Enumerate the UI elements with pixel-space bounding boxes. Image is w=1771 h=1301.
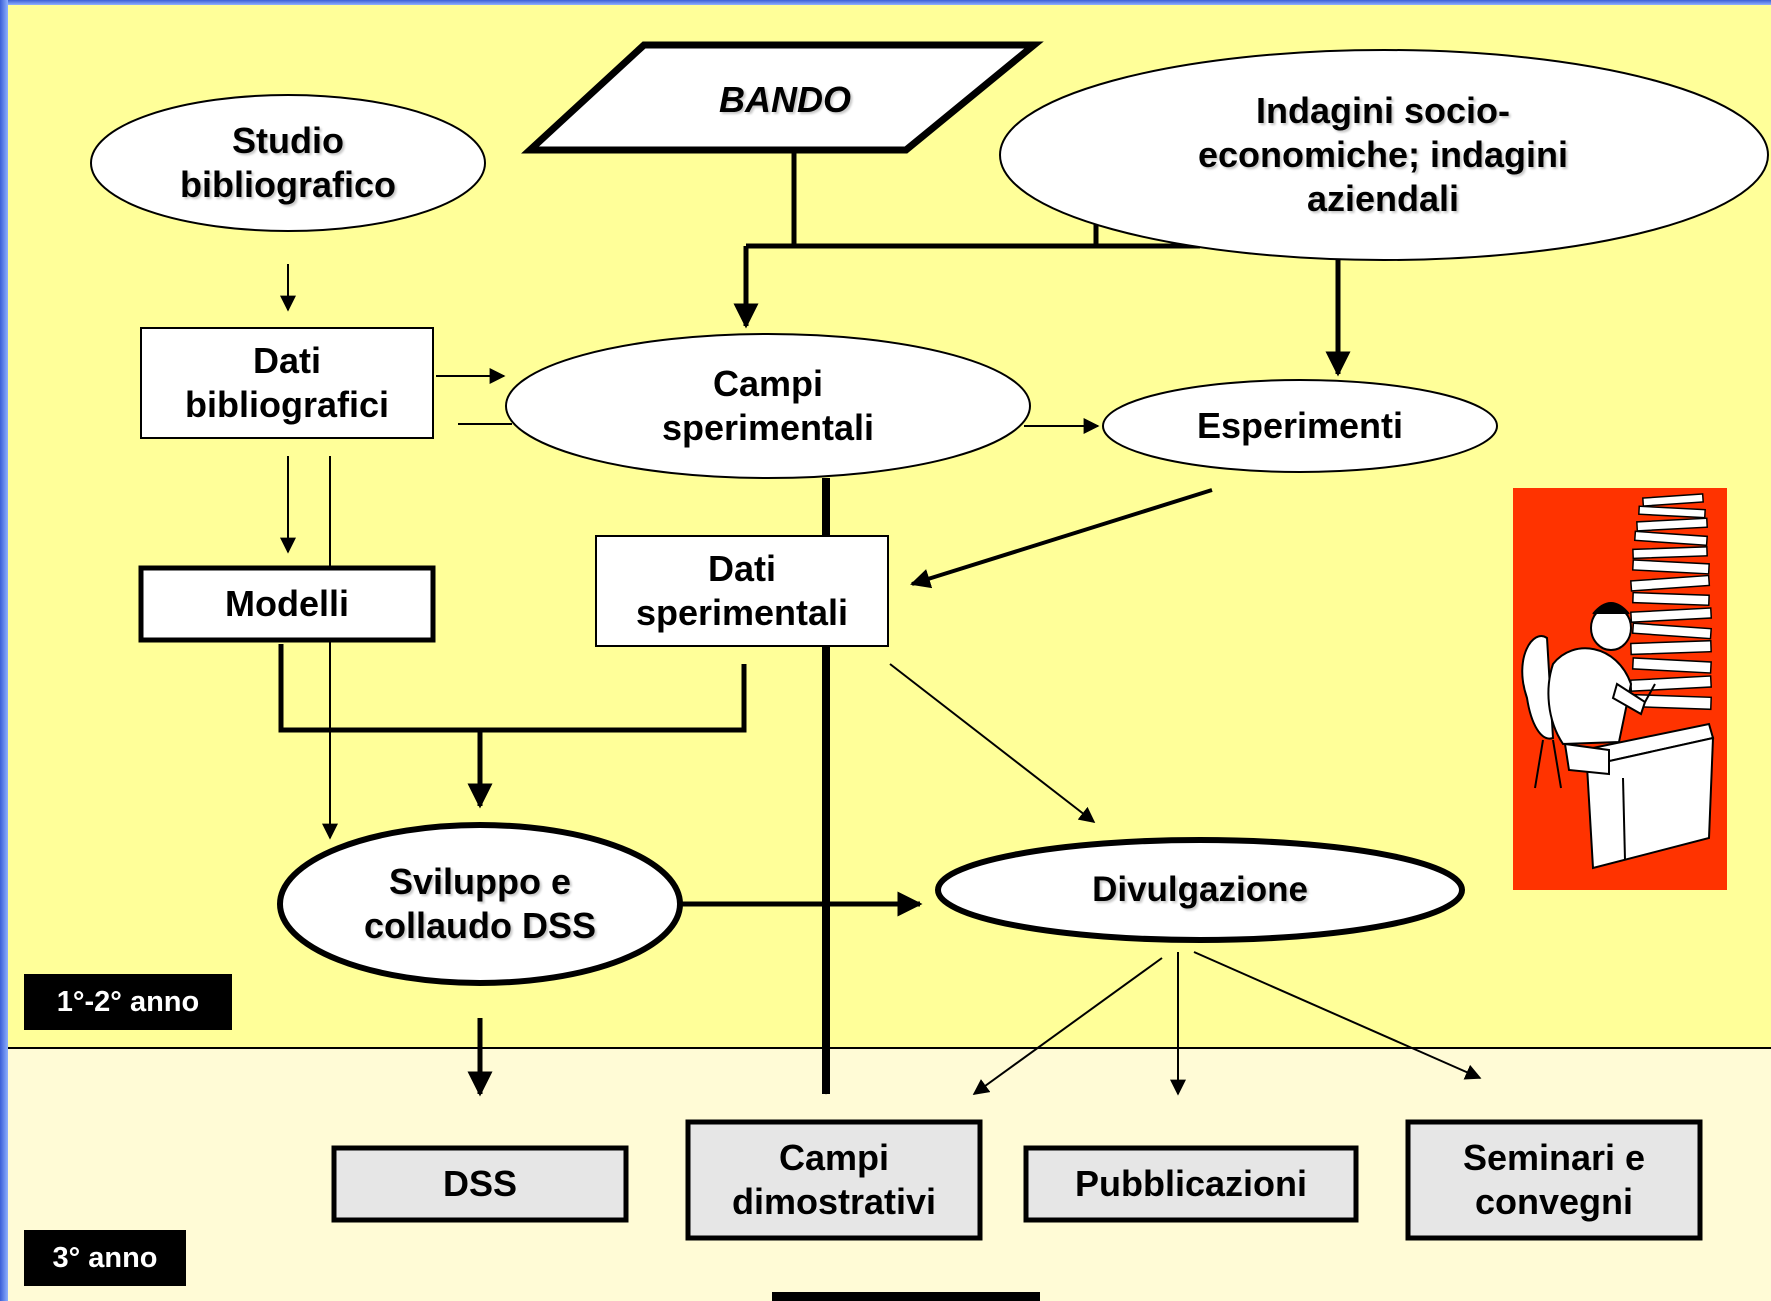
dss-box[interactable] (331, 1145, 629, 1223)
person-writing-at-desk-with-paper-stack-icon (1513, 488, 1727, 890)
window-frame-left (0, 0, 8, 1301)
seminari-box[interactable] (1405, 1119, 1703, 1241)
studio-ellipse[interactable] (90, 94, 486, 232)
phase-badge-2: 3° anno (24, 1230, 186, 1286)
dati-sperimentali-box[interactable] (595, 535, 889, 647)
arrow-divulgazione-to-seminari (1193, 951, 1482, 1080)
paper-stack (1629, 493, 1713, 711)
desk (1581, 722, 1715, 870)
campi-sperimentali-ellipse[interactable] (505, 333, 1031, 479)
bando-parallelogram[interactable] (521, 41, 1044, 154)
arrow-dati-sperimentali-to-divulgazione (889, 663, 1096, 823)
sviluppo-ellipse[interactable] (277, 822, 683, 986)
window-frame-top (0, 0, 1771, 5)
dati-bibliografici-box[interactable] (140, 327, 434, 439)
esperimenti-ellipse[interactable] (1102, 379, 1498, 473)
arrow-esperimenti-to-dati-sperimentali (910, 488, 1213, 589)
person (1547, 602, 1656, 776)
phase-badge-1: 1°-2° anno (24, 974, 232, 1030)
arrow-divulgazione-to-dimostrativi (972, 957, 1163, 1095)
chair (1521, 635, 1562, 789)
illustration-drawing (1521, 493, 1715, 870)
indagini-ellipse[interactable] (999, 49, 1769, 261)
pubblicazioni-box[interactable] (1023, 1145, 1359, 1223)
connector-merge (278, 644, 747, 733)
campi-dimostrativi-box[interactable] (685, 1119, 983, 1241)
bottom-black-bar (772, 1292, 1040, 1301)
divulgazione-ellipse[interactable] (935, 837, 1465, 943)
modelli-box[interactable] (138, 565, 436, 643)
